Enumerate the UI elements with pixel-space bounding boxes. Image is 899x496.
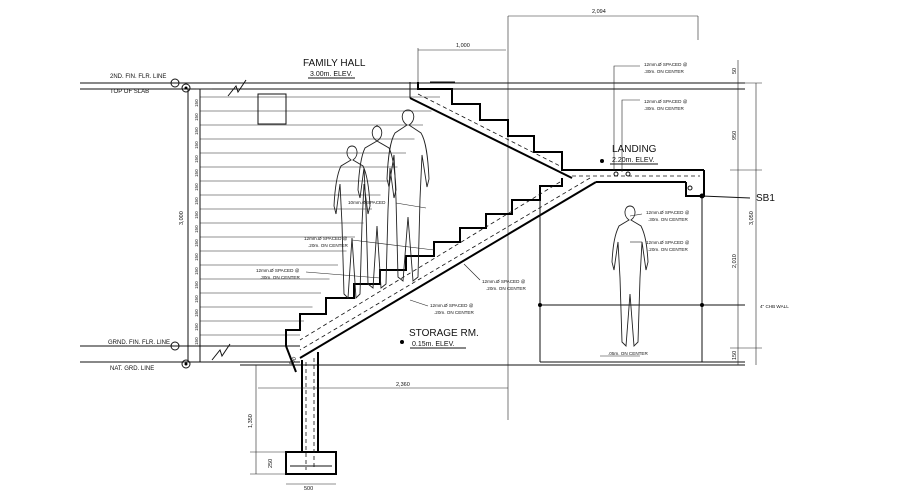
riser-label: 150	[194, 309, 199, 317]
right-bottom-small-dimension: 150	[732, 351, 738, 360]
landing-marker-icon	[600, 159, 604, 163]
riser-label: 150	[194, 211, 199, 219]
rebar-note-5: 12mm.Ø SPACED @	[256, 268, 300, 273]
rebar-note-8b: .30m. ON CENTER	[648, 217, 689, 222]
riser-label: 150	[194, 141, 199, 149]
rebar-note-7b: .20m. ON CENTER	[434, 310, 475, 315]
rebar-note-2b: .30m. ON CENTER	[644, 106, 685, 111]
riser-label: 150	[194, 281, 199, 289]
riser-label: 150	[194, 169, 199, 177]
storage-room-label: STORAGE RM.	[409, 328, 479, 339]
top-of-slab-label: TOP OF SLAB	[110, 89, 149, 95]
riser-label: 150	[194, 253, 199, 261]
top-flight-dimension: 1,000	[456, 43, 470, 49]
riser-guide-lines	[200, 96, 440, 336]
riser-label: 150	[194, 337, 199, 345]
natural-grade-label: NAT. GRD. LINE	[110, 366, 154, 372]
riser-label: 150	[194, 99, 199, 107]
rebar-note-1: 12mm.Ø SPACED @	[644, 62, 688, 67]
second-floor-label: 2ND. FIN. FLR. LINE	[110, 74, 166, 80]
footing-height-dimension: 250	[268, 459, 274, 468]
riser-label: 150	[194, 295, 199, 303]
family-hall-elevation: 3.00m. ELEV.	[310, 71, 353, 78]
storage-marker-icon	[400, 340, 404, 344]
rebar-note-8: 12mm.Ø SPACED @	[646, 210, 690, 215]
rebar-note-7: 12mm.Ø SPACED @	[430, 303, 474, 308]
human-figure-icon	[333, 145, 371, 300]
rebar-note-6b: .20m. ON CENTER	[486, 286, 527, 291]
human-figure-icon	[611, 205, 649, 348]
top-dimensions: 2,094 1,000	[417, 9, 699, 420]
family-hall-label: FAMILY HALL	[303, 58, 366, 69]
rebar-note-1b: .30m. ON CENTER	[644, 69, 685, 74]
right-top-small-dimension: 50	[732, 68, 738, 74]
storage-room-elevation: 0.15m. ELEV.	[412, 341, 455, 348]
rebar-note-9b: .20m. ON CENTER	[648, 247, 689, 252]
bottom-run-dimension: 2,360	[396, 382, 410, 388]
rebar-note-2: 12mm.Ø SPACED @	[644, 99, 688, 104]
riser-label: 150	[194, 183, 199, 191]
riser-label: 150	[194, 239, 199, 247]
section-mark-label: SB1	[756, 193, 775, 204]
right-upper-dimension: 950	[732, 131, 738, 140]
wall-label: 4" CHB WALL	[760, 304, 789, 309]
ground-floor-label: GRND. FIN. FLR. LINE	[108, 340, 170, 346]
riser-label: 150	[194, 197, 199, 205]
riser-label: 150	[194, 127, 199, 135]
riser-labels: 150 150 150 150 150 150 150 150 150 150 150 150 150 1…	[194, 99, 199, 345]
rebar-note-3: 10mm.Ø SPACED	[348, 200, 386, 205]
rebar-note-9: 12mm.Ø SPACED @	[646, 240, 690, 245]
level-lines	[80, 78, 745, 369]
upper-stair-flight	[409, 81, 600, 179]
riser-label: 150	[194, 323, 199, 331]
right-dimensions: 950 3,050 2,010 50 150	[730, 60, 762, 365]
right-wall	[538, 193, 751, 363]
top-overall-dimension: 2,094	[592, 9, 606, 15]
riser-label: 150	[194, 113, 199, 121]
footing	[285, 352, 337, 475]
right-total-dimension: 3,050	[749, 211, 755, 225]
base-offset-dimension: 150	[289, 356, 299, 367]
landing-label: LANDING	[612, 144, 657, 155]
riser-label: 150	[194, 267, 199, 275]
human-figure-icon	[386, 109, 430, 282]
riser-label: 150	[194, 225, 199, 233]
bottom-dimensions: 2,360 1,350 250 500 150	[248, 356, 508, 492]
left-dimension: 3,000	[179, 88, 212, 362]
bottom-rebar-note: .05m. ON CENTER	[608, 351, 649, 356]
human-figure-icon	[357, 125, 397, 289]
rebar-notes: 12mm.Ø SPACED @ .30m. ON CENTER 12mm.Ø S…	[256, 62, 690, 357]
rebar-note-6: 12mm.Ø SPACED @	[482, 279, 526, 284]
landing-elevation: 2.20m. ELEV.	[612, 157, 655, 164]
rebar-note-5b: .30m. ON CENTER	[260, 275, 301, 280]
footing-width-dimension: 500	[304, 486, 313, 492]
rebar-note-4: 12mm.Ø SPACED @	[304, 236, 348, 241]
riser-label: 150	[194, 155, 199, 163]
right-middle-dimension: 2,010	[732, 254, 738, 268]
rebar-note-4b: .20m. ON CENTER	[308, 243, 349, 248]
footing-depth-dimension: 1,350	[248, 414, 254, 428]
slab-stub	[257, 93, 287, 125]
left-total-dimension: 3,000	[179, 211, 185, 225]
landing-slab	[562, 169, 705, 197]
lower-stair-flight	[285, 177, 597, 373]
